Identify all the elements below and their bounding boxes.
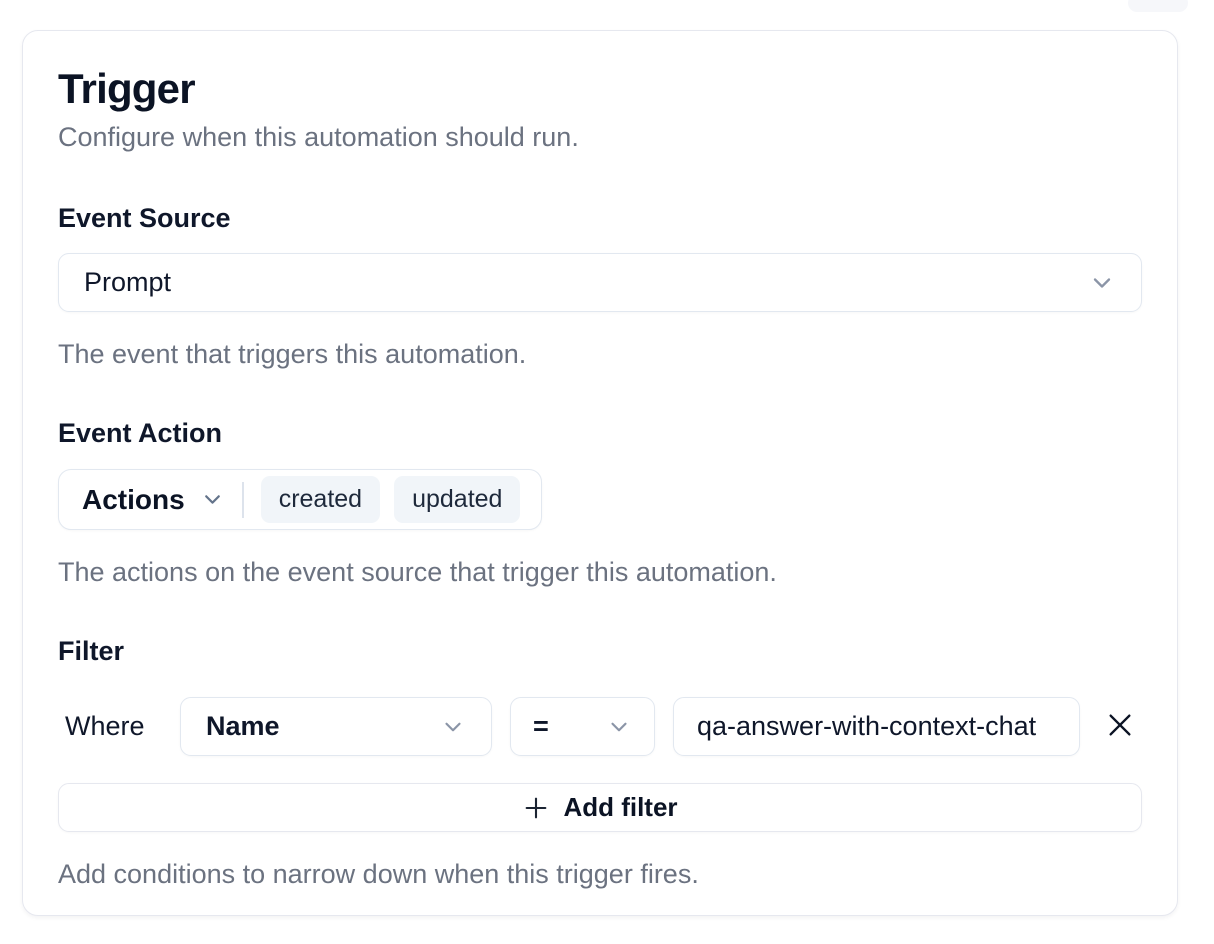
action-tag-created[interactable]: created (260, 476, 381, 524)
add-filter-label: Add filter (563, 792, 678, 823)
event-action-help: The actions on the event source that tri… (58, 557, 777, 588)
filter-row: Where Name = (58, 697, 1142, 757)
filter-help: Add conditions to narrow down when this … (58, 859, 699, 890)
event-action-label: Event Action (58, 418, 223, 449)
event-source-help: The event that triggers this automation. (58, 339, 527, 370)
filter-label: Filter (58, 636, 125, 667)
event-source-selected-value: Prompt (84, 267, 172, 298)
add-filter-button[interactable]: Add filter (58, 783, 1142, 833)
trigger-card: Trigger Configure when this automation s… (22, 30, 1178, 916)
close-icon (1104, 709, 1136, 744)
chevron-down-icon (440, 714, 466, 740)
filter-field-select[interactable]: Name (180, 697, 492, 757)
event-action-control: Actions created updated (58, 469, 543, 531)
chevron-down-icon (200, 487, 225, 512)
partial-element-top-right (1128, 0, 1188, 12)
chevron-down-icon (606, 714, 632, 740)
filter-value-input[interactable] (673, 697, 1080, 757)
action-tag-updated[interactable]: updated (394, 476, 521, 524)
actions-dropdown-label: Actions (82, 483, 185, 515)
page-subtitle: Configure when this automation should ru… (58, 122, 579, 153)
page-title: Trigger (58, 65, 196, 112)
event-source-label: Event Source (58, 203, 231, 234)
filter-operator-select[interactable]: = (510, 697, 655, 757)
plus-icon (522, 794, 550, 822)
where-label: Where (65, 711, 145, 742)
vertical-divider (241, 481, 244, 518)
filter-operator-value: = (533, 711, 549, 742)
actions-dropdown-button[interactable]: Actions (82, 484, 225, 516)
filter-field-value: Name (206, 711, 280, 742)
chevron-down-icon (1088, 269, 1116, 297)
remove-filter-button[interactable] (1098, 705, 1142, 749)
event-source-select[interactable]: Prompt (58, 253, 1142, 313)
